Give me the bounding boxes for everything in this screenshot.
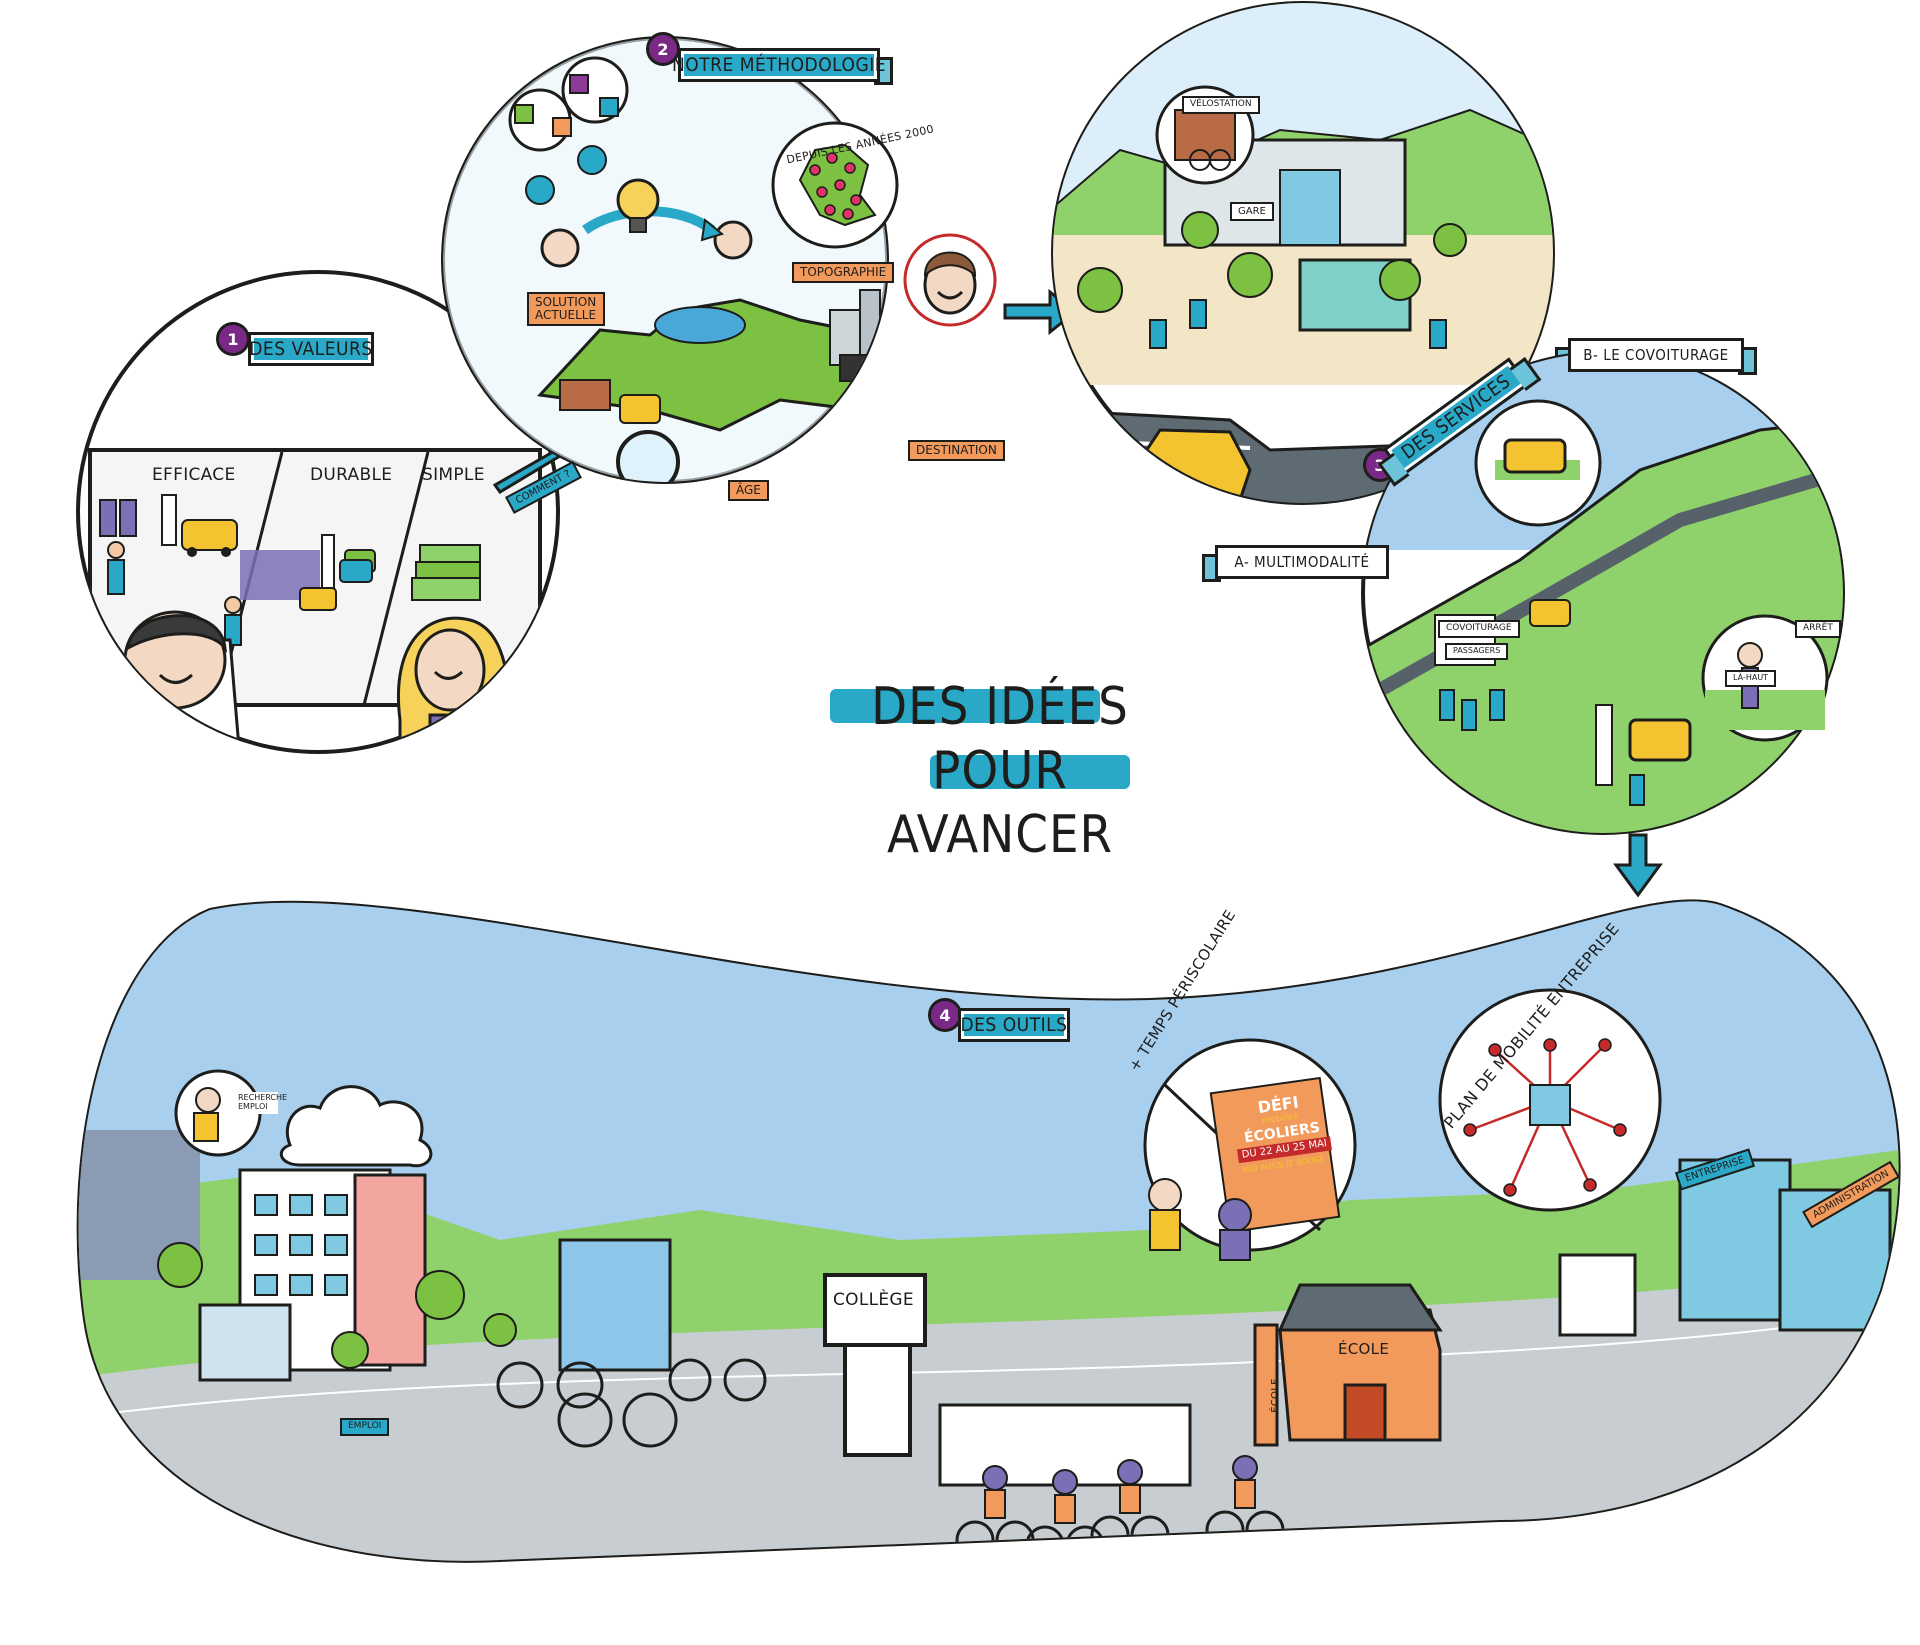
ecole-label: ÉCOLE — [1338, 1340, 1390, 1358]
section2-ribbon: NOTRE MÉTHODOLOGIE — [665, 48, 893, 85]
tag-destination: DESTINATION — [908, 440, 1005, 462]
subtitle-covoiturage: B- LE COVOITURAGE — [1555, 338, 1757, 375]
subtitle-multimodalite: A- MULTIMODALITÉ — [1202, 545, 1402, 582]
puzzle-balloons — [508, 56, 629, 205]
tag-topographie: TOPOGRAPHIE — [792, 262, 895, 284]
main-title: DES IDÉES POUR AVANCER — [820, 675, 1180, 867]
section4-ribbon: DES OUTILS — [945, 1008, 1083, 1045]
ecole-pencil-label: ÉCOLE — [1269, 1378, 1281, 1413]
section-tools-panorama — [76, 899, 1901, 1563]
column-label-simple: SIMPLE — [422, 465, 485, 485]
arrow-down-to-tools — [1613, 833, 1663, 898]
sign-la-haut: LÀ-HAUT — [1725, 670, 1777, 687]
section1-number-badge: 1 — [216, 322, 250, 356]
tag-solution-actuelle: SOLUTION ACTUELLE — [527, 292, 605, 327]
column-label-efficace: EFFICACE — [152, 465, 236, 485]
simple-money-drawing — [411, 544, 481, 601]
sign-velostation: VÉLOSTATION — [1182, 96, 1260, 114]
durable-drawing — [224, 534, 376, 646]
recherche-emploi-label: RECHERCHE EMPLOI — [232, 1092, 287, 1114]
sign-arret: ARRÊT — [1795, 620, 1841, 638]
sign-passagers: PASSAGERS — [1445, 643, 1509, 660]
section-methodology-circle — [441, 36, 997, 484]
section-services-multimodal-circle — [1051, 1, 1555, 505]
main-title-line1: DES IDÉES — [820, 675, 1180, 739]
sign-emploi: EMPLOI — [340, 1418, 390, 1436]
column-label-durable: DURABLE — [310, 465, 393, 485]
blonde-woman — [397, 616, 511, 752]
defi-poster: DÉFI mobilité ÉCOLIERS DU 22 AU 25 MAI M… — [1227, 1088, 1336, 1176]
tag-age: ÂGE — [728, 480, 769, 502]
sign-gare: GARE — [1230, 202, 1274, 221]
efficace-drawing — [99, 494, 238, 595]
section1-ribbon: DES VALEURS — [235, 332, 387, 369]
sign-covoiturage: COVOITURAGE — [1438, 620, 1520, 638]
main-title-line2: POUR AVANCER — [820, 739, 1180, 867]
section4-number-badge: 4 — [928, 998, 962, 1032]
section-values-circle — [76, 270, 560, 754]
college-label: COLLÈGE — [833, 1290, 914, 1310]
